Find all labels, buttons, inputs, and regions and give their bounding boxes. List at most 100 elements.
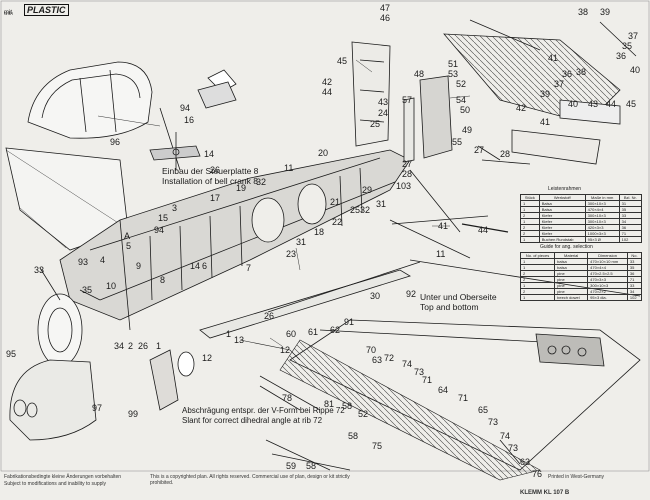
callout-25-mid: 25 bbox=[350, 205, 361, 215]
callout-5: 5 bbox=[126, 241, 132, 251]
wing-spar-strips bbox=[259, 375, 521, 471]
callout-58: 47 bbox=[380, 3, 391, 13]
callout-30: 30 bbox=[370, 291, 381, 301]
callout-95: 93 bbox=[78, 257, 89, 267]
bellcrank-caption-de: Einbau der Steuerplatte 8 bbox=[162, 166, 259, 176]
callout-44: 44 bbox=[478, 225, 489, 235]
callout-83: 71 bbox=[422, 375, 433, 385]
callout-41: 41 bbox=[540, 117, 551, 127]
callout-11: 11 bbox=[436, 249, 446, 259]
table-cell: 1 bbox=[520, 236, 540, 243]
callout-99: 96 bbox=[110, 137, 121, 147]
callout-93: 91 bbox=[344, 317, 355, 327]
footer-printed: Printed in West-Germany bbox=[548, 474, 605, 480]
table-cell: 102 bbox=[626, 294, 643, 301]
brand-prefix: mit bbox=[4, 10, 12, 16]
parts-table-en-title: Guide for ang. selection bbox=[540, 244, 593, 250]
callout-53: 42 bbox=[322, 77, 333, 87]
table-cell: 95×3 Ø bbox=[584, 236, 620, 243]
bell-crank-detail bbox=[149, 107, 201, 171]
callout-26-low: 26 bbox=[138, 341, 149, 351]
callout-26: 26 bbox=[264, 311, 275, 321]
cowl-part bbox=[9, 359, 97, 441]
brand-prefix-2: with bbox=[4, 11, 13, 17]
topbottom-caption-de: Unter und Oberseite bbox=[420, 292, 497, 302]
callout-18: 18 bbox=[314, 227, 325, 237]
callout-7: 7 bbox=[246, 263, 252, 273]
callout-3: 3 bbox=[172, 203, 178, 213]
callout-48: 37 bbox=[628, 31, 639, 41]
callout-25: 25 bbox=[370, 119, 381, 129]
callout-28: 28 bbox=[402, 169, 413, 179]
callout-92: 81 bbox=[324, 399, 335, 409]
callout-27-right: 27 bbox=[474, 145, 485, 155]
callout-32: 32 bbox=[256, 177, 267, 187]
callout-37: 37 bbox=[554, 79, 565, 89]
callout-4: 4 bbox=[100, 255, 106, 265]
callout-62: 51 bbox=[448, 59, 459, 69]
callout-90: 76 bbox=[532, 469, 543, 479]
longerons bbox=[199, 169, 489, 339]
callout-59: 48 bbox=[414, 69, 425, 79]
callout-51: 40 bbox=[630, 65, 641, 75]
callout-96-top: 94 bbox=[180, 103, 191, 113]
callout-75: 63 bbox=[372, 355, 383, 365]
callout-73: 61 bbox=[308, 327, 319, 337]
canopy-part bbox=[27, 61, 153, 139]
callout-10: 10 bbox=[106, 281, 117, 291]
callout-26-top: 26 bbox=[210, 165, 221, 175]
callout-81: 70 bbox=[366, 345, 377, 355]
table-cell: beech dowel bbox=[554, 294, 589, 301]
callout-9: 9 bbox=[136, 261, 142, 271]
callout-40: 40 bbox=[568, 99, 579, 109]
fuselage-frame bbox=[59, 149, 411, 331]
callout-43: 43 bbox=[588, 99, 599, 109]
callout-45: 45 bbox=[626, 99, 637, 109]
callout-100: 97 bbox=[92, 403, 103, 413]
callout-19: 19 bbox=[236, 183, 247, 193]
footer-copyright: This is a copyrighted plan. All rights r… bbox=[150, 474, 350, 486]
nose-block-part bbox=[197, 69, 237, 109]
callout-91: 78 bbox=[282, 393, 293, 403]
callout-65: 54 bbox=[456, 95, 467, 105]
table-cell: Buchen Rundstab bbox=[538, 236, 586, 243]
callout-6: 6 bbox=[202, 261, 208, 271]
callout-49: 38 bbox=[578, 7, 589, 17]
callout-28-right: 28 bbox=[500, 149, 511, 159]
callout-11-top: 11 bbox=[284, 163, 294, 173]
callout-74: 62 bbox=[330, 325, 341, 335]
callout-101: 99 bbox=[128, 409, 139, 419]
footer-note-en: Subject to modifications and inability t… bbox=[4, 481, 107, 487]
topbottom-caption-en: Top and bottom bbox=[420, 302, 479, 312]
callout-86: 73 bbox=[414, 367, 425, 377]
callout-60: 49 bbox=[462, 125, 473, 135]
elevator-part bbox=[511, 129, 601, 165]
callout-39: 39 bbox=[540, 89, 551, 99]
callout-76: 64 bbox=[438, 385, 449, 395]
brand-mark: PLASTIC bbox=[24, 4, 69, 16]
callout-1: 1 bbox=[226, 329, 232, 339]
callout-8: 8 bbox=[160, 275, 166, 285]
callout-1-low: 1 bbox=[156, 341, 162, 351]
rudder-part bbox=[403, 75, 453, 163]
callout-56: 45 bbox=[337, 56, 348, 66]
callout-42: 42 bbox=[516, 103, 527, 113]
callout-12-low: 12 bbox=[280, 345, 291, 355]
callout-89: 75 bbox=[372, 441, 383, 451]
callout-31-low: 31 bbox=[296, 237, 307, 247]
table-cell: 102 bbox=[618, 236, 643, 243]
callout-14: 14 bbox=[190, 261, 201, 271]
spinner-part bbox=[37, 267, 101, 367]
callout-47: 36 bbox=[616, 51, 627, 61]
callout-36: 36 bbox=[562, 69, 573, 79]
callout-46: 35 bbox=[622, 41, 633, 51]
callout-14-top: 14 bbox=[204, 149, 215, 159]
instrument-panel bbox=[535, 333, 605, 367]
callout-57: 46 bbox=[380, 13, 391, 23]
callout-21: 21 bbox=[330, 197, 341, 207]
